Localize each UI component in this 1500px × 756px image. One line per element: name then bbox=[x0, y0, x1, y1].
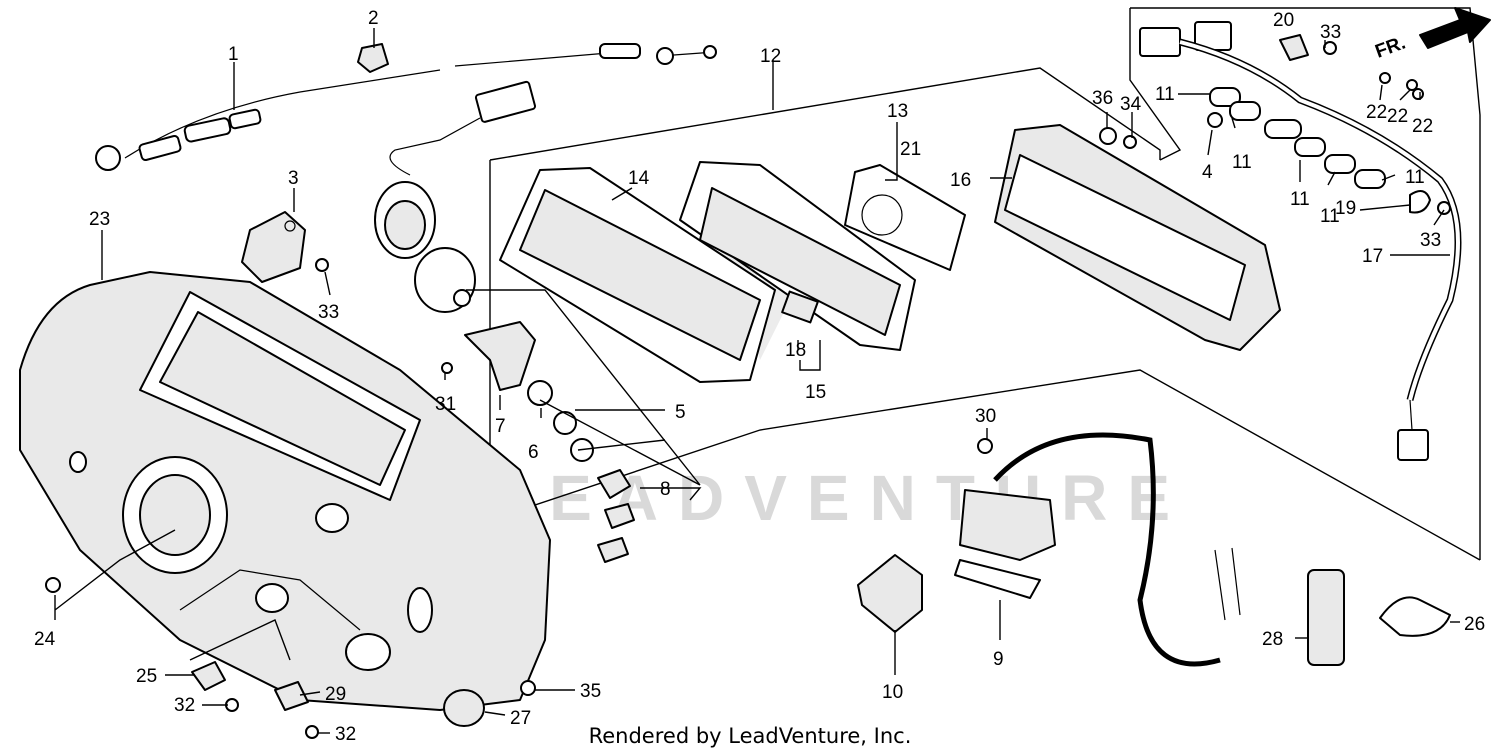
stay-25 bbox=[191, 661, 226, 691]
small-hardware bbox=[45, 41, 1451, 739]
label-25: 25 bbox=[136, 666, 157, 687]
meter-board bbox=[844, 164, 966, 271]
meter-frame bbox=[679, 161, 916, 351]
leader-lines bbox=[54, 28, 1460, 734]
ignition-switch bbox=[374, 80, 536, 313]
harness-group-outline bbox=[1129, 7, 1481, 560]
control-module bbox=[241, 211, 306, 283]
label-11d: 11 bbox=[1320, 206, 1340, 227]
label-7: 7 bbox=[495, 416, 506, 437]
label-22c: 22 bbox=[1412, 116, 1433, 137]
indicator-bulbs bbox=[1209, 87, 1386, 189]
meter-case bbox=[994, 124, 1281, 351]
watermark-text: LEADVENTURE bbox=[490, 462, 1190, 534]
label-9: 9 bbox=[993, 649, 1004, 670]
label-3: 3 bbox=[288, 168, 299, 189]
label-4: 4 bbox=[1202, 162, 1213, 183]
label-17: 17 bbox=[1362, 246, 1383, 267]
label-33a: 33 bbox=[318, 302, 339, 323]
front-arrow: FR. bbox=[1373, 7, 1491, 63]
label-1: 1 bbox=[228, 44, 239, 65]
label-21: 21 bbox=[900, 139, 921, 160]
label-33c: 33 bbox=[1420, 230, 1441, 251]
label-8: 8 bbox=[660, 479, 671, 500]
label-22b: 22 bbox=[1387, 106, 1408, 127]
label-2: 2 bbox=[368, 8, 379, 29]
meter-cover bbox=[19, 271, 551, 711]
label-32a: 32 bbox=[174, 695, 195, 716]
label-31: 31 bbox=[435, 394, 456, 415]
meter-lens bbox=[499, 167, 776, 383]
hose-band bbox=[1379, 596, 1451, 637]
label-16: 16 bbox=[950, 170, 971, 191]
boot bbox=[1307, 569, 1345, 666]
label-14: 14 bbox=[628, 168, 650, 189]
label-26: 26 bbox=[1464, 614, 1485, 635]
label-34: 34 bbox=[1120, 94, 1142, 115]
label-29: 29 bbox=[325, 684, 346, 705]
label-33b: 33 bbox=[1320, 22, 1341, 43]
label-12: 12 bbox=[760, 46, 781, 67]
label-11b: 11 bbox=[1232, 152, 1252, 173]
label-11e: 11 bbox=[1405, 167, 1425, 188]
label-10: 10 bbox=[882, 682, 903, 703]
label-22a: 22 bbox=[1366, 102, 1387, 123]
label-35: 35 bbox=[580, 681, 601, 702]
choke-cable bbox=[95, 43, 717, 171]
label-11c: 11 bbox=[1290, 189, 1310, 210]
grommet bbox=[443, 689, 485, 727]
label-30: 30 bbox=[975, 406, 996, 427]
label-19: 19 bbox=[1335, 198, 1356, 219]
cable-clip bbox=[357, 43, 389, 73]
label-20: 20 bbox=[1273, 10, 1294, 31]
label-32b: 32 bbox=[335, 724, 356, 745]
stay-29 bbox=[274, 681, 309, 711]
label-18: 18 bbox=[785, 340, 806, 361]
rubber-mount bbox=[857, 554, 923, 633]
label-23: 23 bbox=[89, 209, 110, 230]
label-11a: 11 bbox=[1155, 84, 1175, 105]
part-labels: 1 2 3 4 5 6 7 8 9 10 11 11 11 11 11 12 1… bbox=[34, 8, 1485, 745]
front-arrow-label: FR. bbox=[1373, 32, 1409, 62]
label-15: 15 bbox=[805, 382, 826, 403]
label-13: 13 bbox=[887, 101, 908, 122]
relay-assembly bbox=[954, 432, 1241, 667]
credit-text: Rendered by LeadVenture, Inc. bbox=[588, 724, 912, 748]
label-5: 5 bbox=[675, 402, 686, 423]
label-28: 28 bbox=[1262, 629, 1283, 650]
bracket bbox=[464, 321, 536, 391]
harness-holder bbox=[1279, 34, 1309, 61]
label-24: 24 bbox=[34, 629, 56, 650]
label-36: 36 bbox=[1092, 88, 1113, 109]
label-6: 6 bbox=[528, 442, 539, 463]
wire-harness bbox=[1139, 21, 1462, 461]
harness-clamp bbox=[1409, 190, 1431, 214]
label-27: 27 bbox=[510, 708, 531, 729]
